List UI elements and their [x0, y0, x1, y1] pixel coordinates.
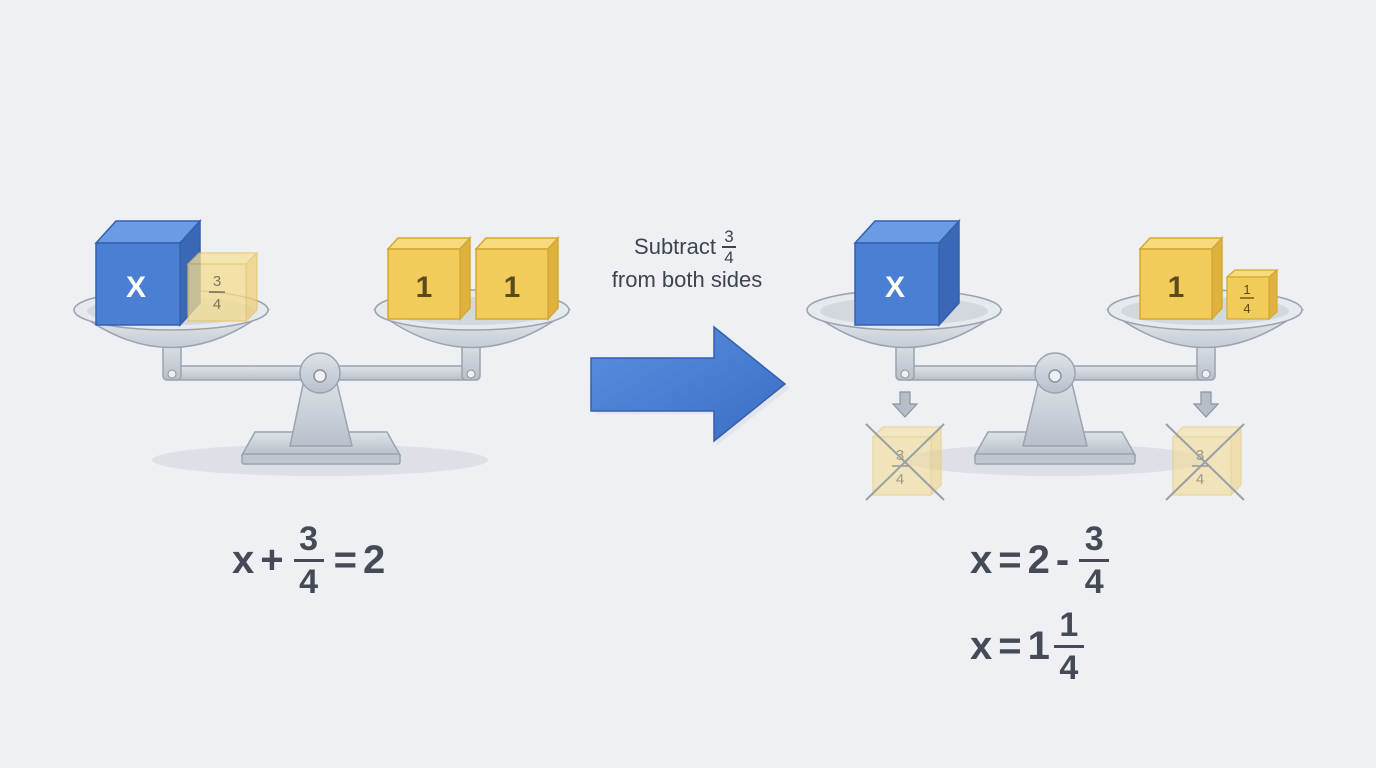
down-arrow-icon — [1192, 391, 1220, 418]
step-line-2: from both sides — [611, 266, 763, 292]
down-arrow-icon — [891, 391, 919, 418]
fraction-numerator: 3 — [299, 520, 319, 558]
equation-variable: x — [970, 624, 993, 668]
unit-block-label: 1 — [504, 271, 521, 304]
left-equation: x + 3 4 = 2 — [232, 522, 385, 599]
fraction-denominator: 4 — [1059, 649, 1079, 687]
block-frac-den: 4 — [896, 471, 904, 488]
fraction-numerator: 1 — [1059, 606, 1079, 644]
fraction-bar — [721, 246, 736, 248]
x-block: X — [94, 219, 202, 327]
equation-fraction: 1 4 — [1053, 606, 1084, 687]
three-quarter-block: 3 4 — [186, 251, 259, 323]
equation-equals: = — [998, 624, 1022, 668]
equation-term: 2 — [1027, 538, 1050, 582]
x-block: X — [853, 219, 961, 327]
right-scale: X 1 1 4 3 4 — [805, 219, 1305, 501]
fraction-numerator: 3 — [1084, 520, 1104, 558]
fraction-denominator: 4 — [724, 247, 734, 267]
cross-out-icon — [865, 423, 945, 501]
equation-equals: = — [333, 538, 357, 582]
step-word: Subtract — [634, 234, 716, 259]
right-equation-2: x = 1 1 4 — [970, 608, 1088, 685]
equation-variable: x — [232, 538, 255, 582]
left-scale: X 3 4 1 1 — [72, 219, 572, 476]
equation-equals: = — [998, 538, 1022, 582]
equation-fraction: 3 4 — [293, 520, 324, 601]
block-frac-num: 1 — [1243, 282, 1250, 297]
equation-rhs: 2 — [362, 538, 386, 582]
x-block-label: X — [885, 271, 905, 304]
equation-variable: x — [970, 538, 993, 582]
equation-plus: + — [260, 538, 284, 582]
block-frac-num: 3 — [896, 447, 904, 464]
step-fraction: 3 4 — [721, 227, 736, 267]
block-frac-den: 4 — [213, 296, 221, 313]
fraction-bar — [1053, 645, 1084, 648]
block-frac-den: 4 — [1196, 471, 1204, 488]
x-block-label: X — [126, 271, 146, 304]
fraction-bar — [293, 559, 324, 562]
unit-block: 1 — [1138, 236, 1224, 321]
fraction-denominator: 4 — [1084, 563, 1104, 601]
block-frac-num: 3 — [213, 273, 221, 290]
fraction-denominator: 4 — [299, 563, 319, 601]
unit-block: 1 — [474, 236, 560, 321]
right-equation-1: x = 2 - 3 4 — [970, 522, 1113, 599]
equation-fraction: 3 4 — [1079, 520, 1110, 601]
quarter-block: 1 4 — [1225, 268, 1279, 321]
mixed-number-whole: 1 — [1027, 624, 1050, 668]
cross-out-icon — [1165, 423, 1245, 501]
block-frac-num: 3 — [1196, 447, 1204, 464]
step-instruction: Subtract 3 4 from both sides — [592, 228, 782, 293]
unit-block: 1 — [386, 236, 472, 321]
fraction-numerator: 3 — [724, 227, 734, 246]
unit-block-label: 1 — [1168, 271, 1185, 304]
unit-block-label: 1 — [416, 271, 433, 304]
fraction-bar — [1079, 559, 1110, 562]
right-arrow-icon — [590, 325, 790, 446]
block-frac-den: 4 — [1243, 301, 1250, 316]
equation-minus: - — [1055, 538, 1070, 582]
